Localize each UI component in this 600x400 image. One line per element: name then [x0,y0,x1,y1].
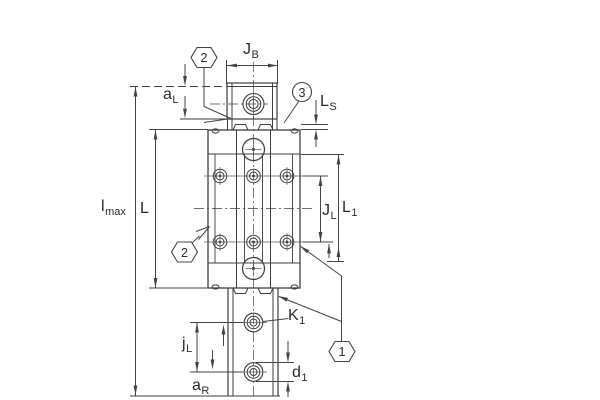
balloon-hexagon-2-left [170,241,199,263]
dim-jl-rail [190,322,243,373]
dim-label-jb: JB [243,41,259,61]
carriage-mounting-holes [212,167,295,251]
lube-port-bottom [241,256,266,281]
balloon-number-2-top: 2 [200,50,208,65]
dim-label-jl-rail: jL [182,335,193,355]
dim-label-lmax: lmax [101,198,126,218]
dim-l [149,129,208,289]
rail-top-hole [242,90,265,118]
lube-port-top [241,137,266,162]
dim-label-l: L [140,200,149,217]
balloon-hexagon-2-top [190,46,218,69]
dim-label-d1: d1 [292,364,308,384]
balloon-number-3: 3 [298,85,306,100]
dim-label-ls: LS [320,93,337,113]
leaders [190,67,342,342]
dim-al [130,64,227,119]
balloons [170,46,356,363]
balloon-number-1: 1 [338,344,346,359]
rail-hole-lower [243,362,267,382]
dim-jl-carriage [303,175,333,258]
dimensions [130,60,344,397]
rail-hole-upper [243,312,267,333]
rail-top-section [180,82,278,130]
dim-ls [301,100,328,147]
balloon-hexagon-1 [328,340,356,363]
dim-label-al: aL [163,86,179,106]
dim-l1 [301,154,344,262]
dim-label-l1: L1 [342,199,358,219]
balloon-number-2-left: 2 [181,245,188,260]
dim-label-k1: K1 [288,307,306,327]
rail-bottom-section [130,288,280,397]
dim-d1 [256,341,294,397]
balloon-circle-3 [291,81,313,103]
dim-label-jl-carriage: JL [322,202,337,222]
dim-lmax [133,86,138,396]
carriage [204,129,303,289]
dim-label-ar: aR [192,377,210,397]
dim-jb [226,60,278,84]
